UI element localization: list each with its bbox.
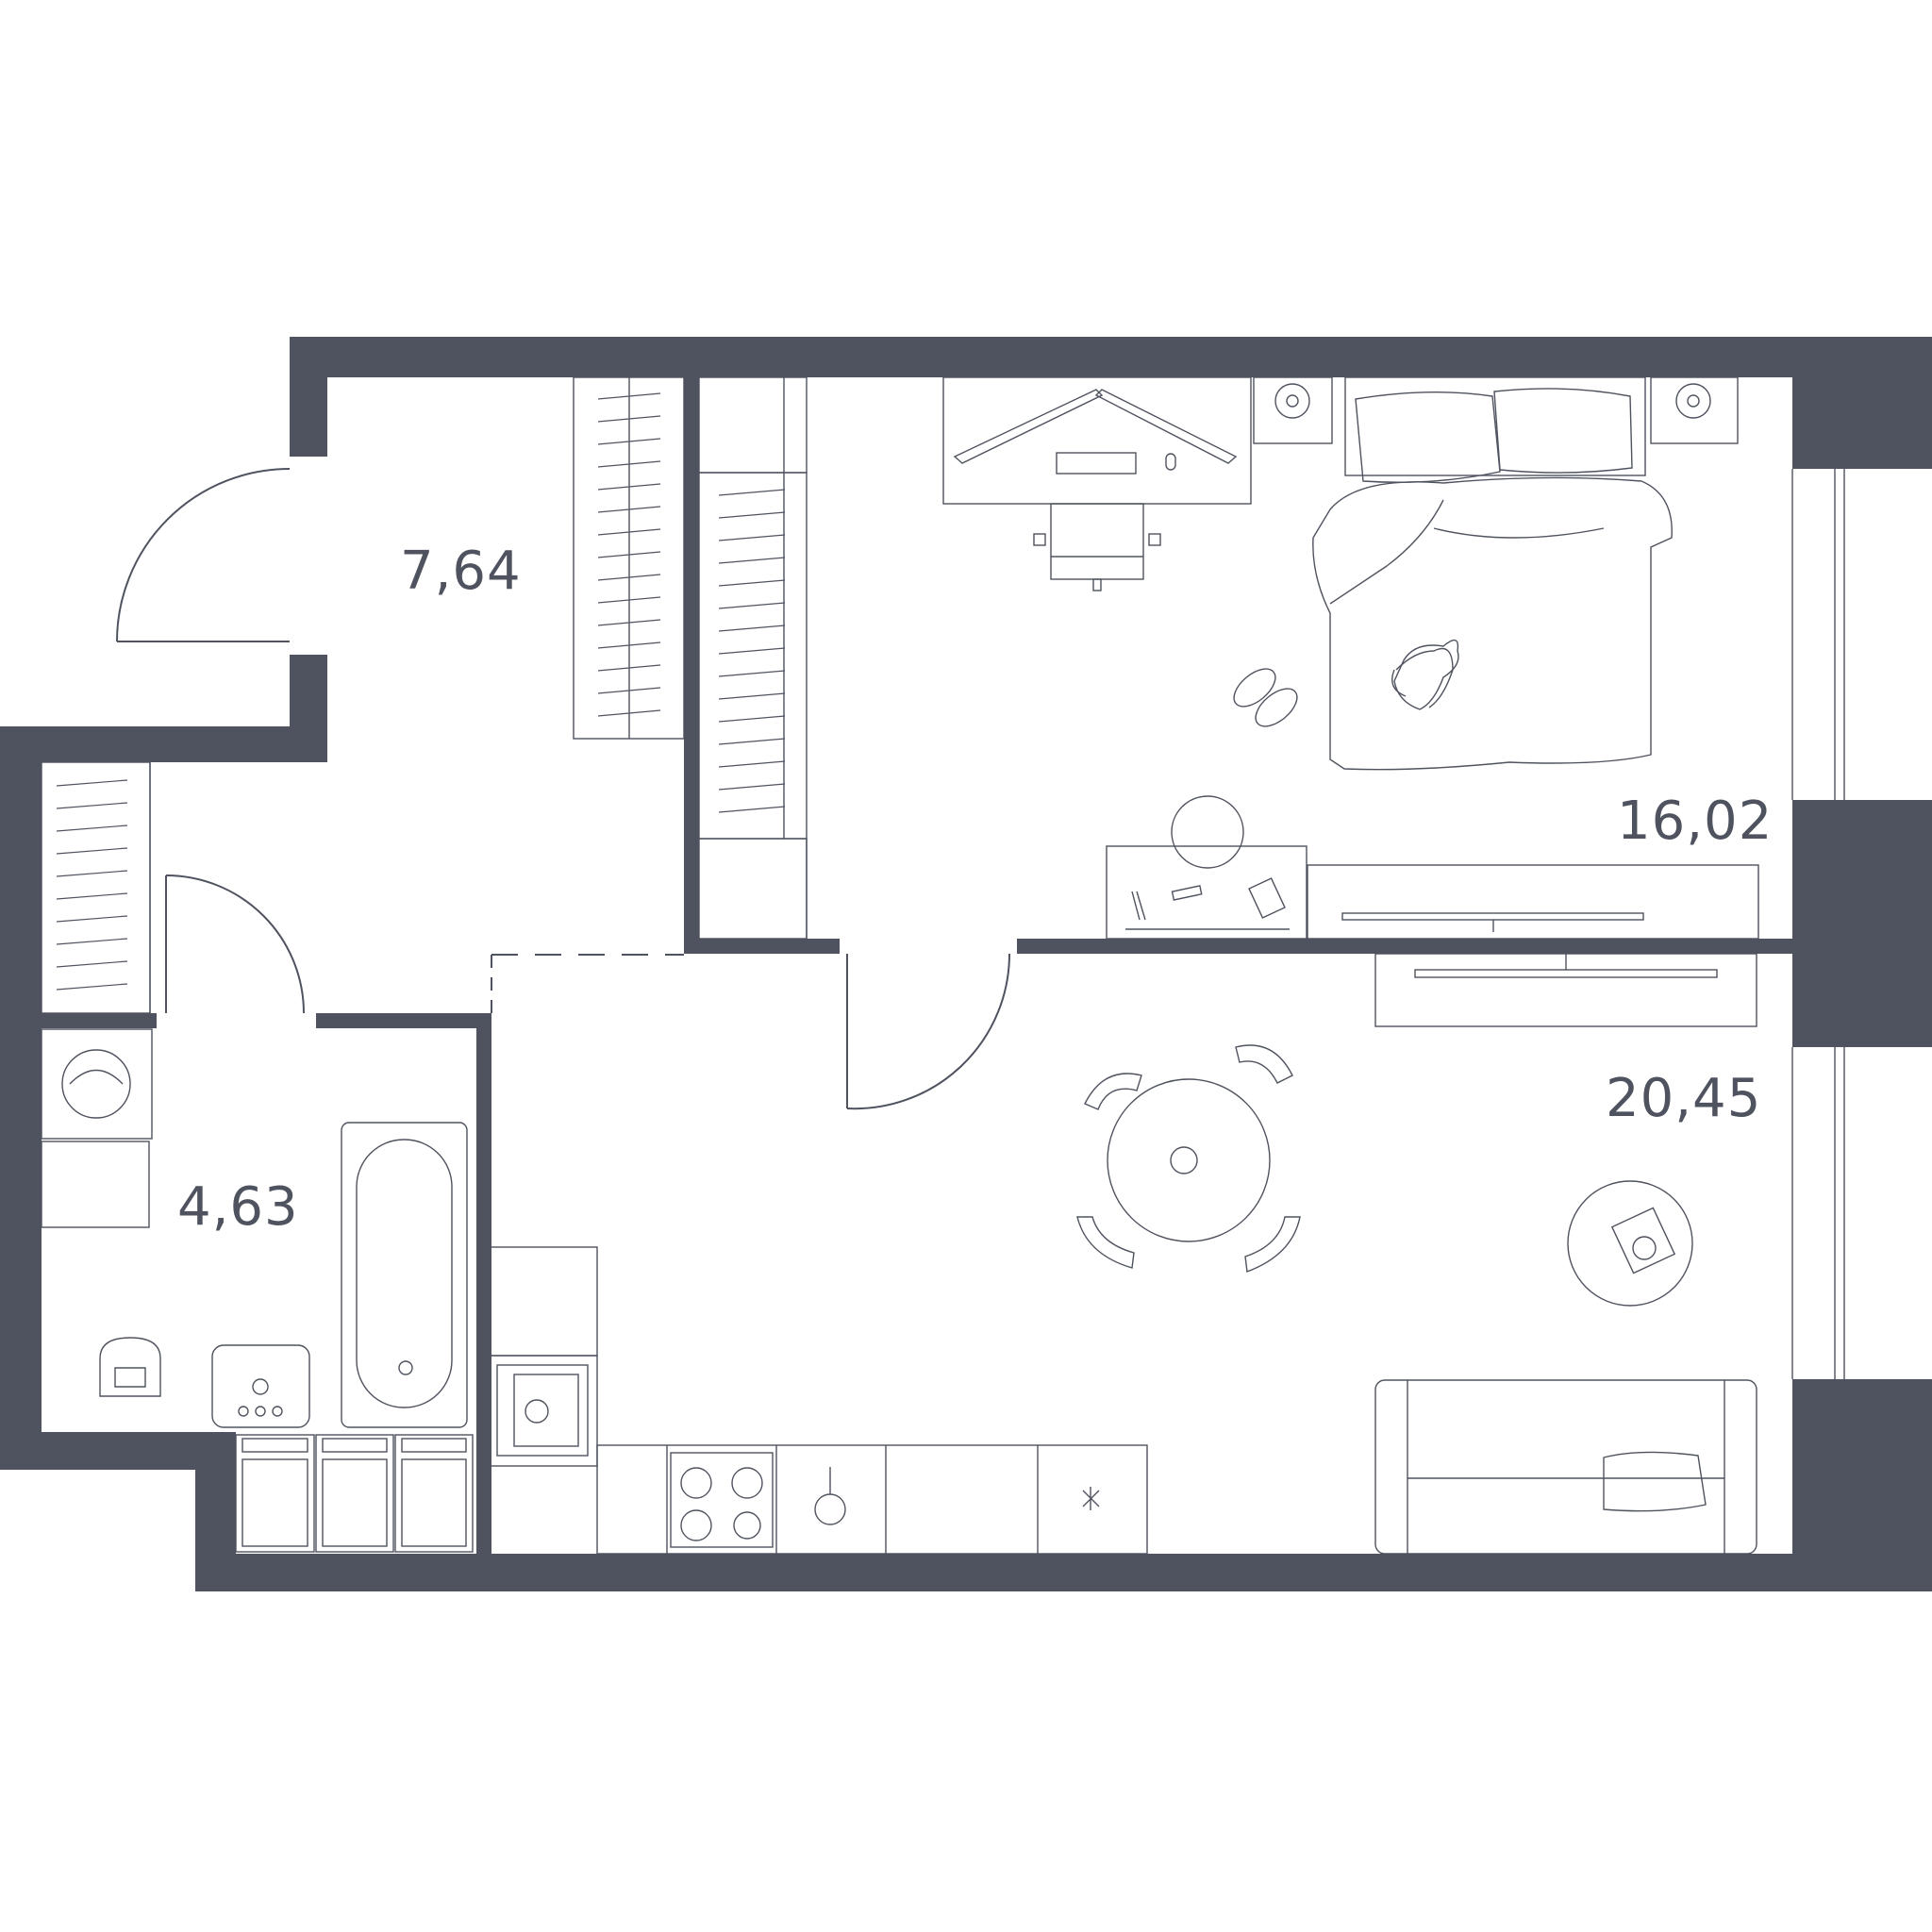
hanger-line	[56, 847, 128, 855]
hanger-line	[597, 551, 661, 558]
windows	[1791, 457, 1845, 1387]
hanger-line	[56, 824, 128, 832]
hanger-line	[597, 687, 661, 694]
hanger-line	[597, 392, 661, 400]
tv-icon	[1374, 953, 1757, 1027]
hanger-line	[718, 489, 786, 496]
tv-icon	[1307, 864, 1759, 940]
hanger-line	[597, 664, 661, 672]
hanger-line	[597, 709, 661, 717]
desk-icon	[942, 376, 1252, 591]
desk-icon	[1106, 795, 1307, 940]
hanger-line	[718, 806, 786, 813]
wall-bath-top	[316, 1013, 488, 1028]
sink-icon	[814, 1467, 846, 1525]
hanger-line	[718, 670, 786, 677]
hanger-line	[597, 506, 661, 513]
hanger-line	[56, 870, 128, 877]
wardrobe-icon	[41, 376, 808, 1014]
cabinet-icon	[487, 1246, 1148, 1555]
wall-hall-left-upper	[290, 337, 327, 457]
hanger-line	[56, 938, 128, 945]
hanger-line	[597, 641, 661, 649]
lamp-icon	[1274, 383, 1310, 419]
wall-bath-top-left	[42, 1013, 157, 1028]
hanger-line	[56, 915, 128, 923]
pillow-icon	[1603, 1451, 1707, 1512]
bed-icon	[1312, 376, 1673, 771]
hanger-line	[56, 802, 128, 809]
door-icon	[116, 468, 1011, 1110]
hanger-line	[718, 783, 786, 791]
wall-bath-right	[476, 1013, 491, 1554]
pillow-icon	[1355, 391, 1501, 483]
living-area-label: 20,45	[1606, 1068, 1762, 1129]
dog-icon	[1393, 639, 1459, 710]
dining-table-icon	[1076, 1044, 1301, 1273]
lamp-icon	[1675, 383, 1711, 419]
hanger-line	[597, 460, 661, 468]
hanger-line	[718, 557, 786, 564]
wall-right-2	[1792, 800, 1932, 1047]
walls	[0, 337, 1932, 1591]
hanger-line	[56, 892, 128, 900]
hanger-line	[718, 534, 786, 541]
pillow-icon	[1493, 388, 1633, 474]
hanger-line	[718, 625, 786, 632]
hall-area-label: 7,64	[400, 541, 522, 602]
washbasin-icon	[211, 1344, 310, 1428]
coffee-table-icon	[1567, 1180, 1693, 1307]
cabinet-icon	[235, 1434, 474, 1553]
wall-bath-left	[0, 762, 42, 1470]
hanger-line	[597, 483, 661, 491]
hanger-line	[56, 779, 128, 787]
hanger-line	[597, 528, 661, 536]
cabinet-icon	[41, 1141, 150, 1228]
mouse-icon	[1165, 453, 1176, 471]
hanger-line	[597, 415, 661, 423]
bathroom-area-label: 4,63	[177, 1176, 299, 1238]
stove-icon	[670, 1452, 774, 1548]
washing-machine-icon	[41, 1028, 153, 1140]
bathtub-icon	[341, 1122, 468, 1428]
hanger-line	[718, 715, 786, 723]
hanger-line	[597, 596, 661, 604]
hanger-line	[718, 511, 786, 519]
wall-bath-corner	[195, 1432, 236, 1591]
hanger-line	[718, 760, 786, 768]
sink-icon	[496, 1364, 589, 1457]
hanger-line	[56, 960, 128, 968]
hanger-line	[597, 438, 661, 445]
wall-right-1	[1792, 337, 1932, 469]
nightstand-icon	[1253, 376, 1739, 444]
hanger-line	[718, 579, 786, 587]
wall-top	[290, 337, 1932, 377]
wall-hall-bedroom	[684, 377, 699, 946]
hanger-line	[718, 738, 786, 745]
slippers-icon	[1233, 668, 1298, 727]
sofa-icon	[1374, 1379, 1757, 1555]
hanger-line	[718, 692, 786, 700]
wall-right-3	[1792, 1379, 1932, 1591]
wall-bedroom-bottom-right	[1017, 939, 1792, 954]
wall-bottom	[195, 1554, 1792, 1591]
wall-ledge	[0, 726, 327, 762]
hanger-line	[597, 574, 661, 581]
keyboard-icon	[1056, 452, 1137, 475]
hanger-line	[718, 602, 786, 609]
bedroom-area-label: 16,02	[1617, 791, 1774, 852]
toilet-icon	[99, 1337, 161, 1397]
wall-bedroom-bottom-left	[684, 939, 840, 954]
hanger-line	[597, 619, 661, 626]
hanger-line	[718, 647, 786, 655]
hanger-line	[56, 983, 128, 991]
chair-icon	[1033, 503, 1161, 591]
